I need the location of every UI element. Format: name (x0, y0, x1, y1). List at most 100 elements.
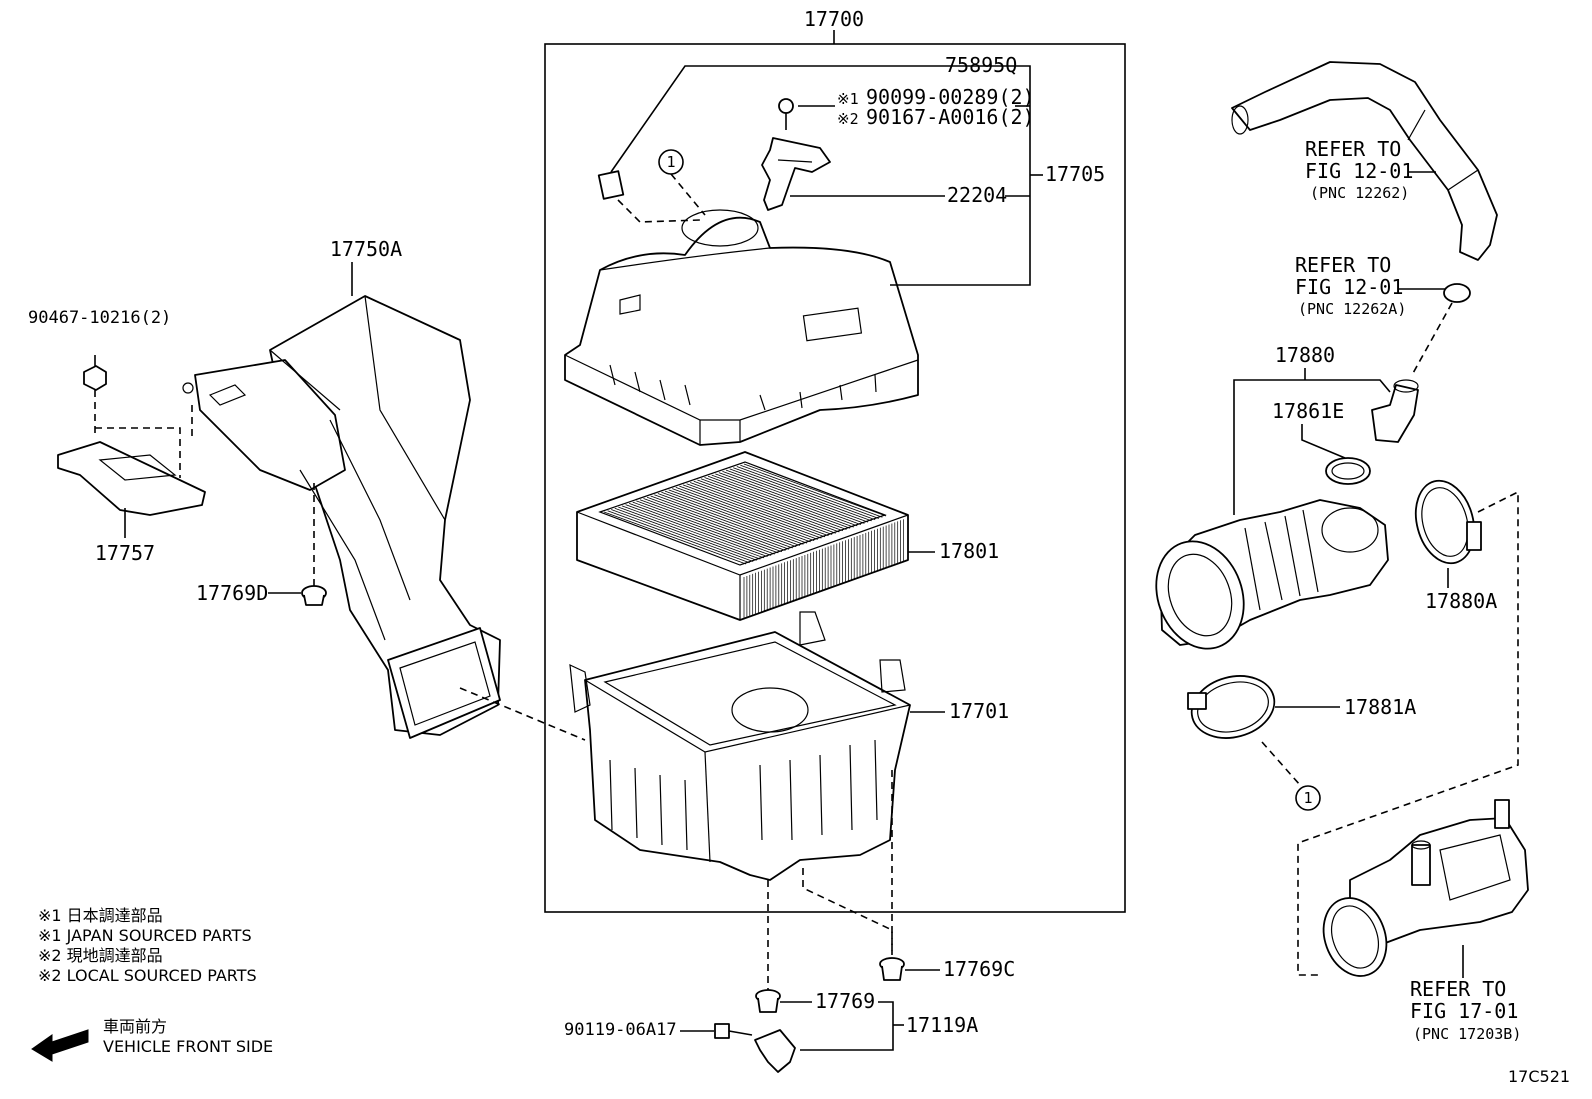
bracket-17119A (800, 1001, 894, 1051)
pleat-line (643, 498, 786, 551)
ref1-line1: REFER TO (1305, 137, 1401, 161)
pleat-line (661, 491, 804, 545)
label-17750A: 17750A (330, 237, 402, 261)
note-japan-jp: ※1 日本調達部品 (38, 906, 163, 925)
pleat-line (725, 469, 869, 523)
dash-duct-to-case (459, 687, 586, 741)
label-17880: 17880 (1275, 343, 1335, 367)
filter-element-17801 (576, 451, 909, 621)
direction-jp: 車両前方 (103, 1017, 167, 1036)
label-90167-A0016: 90167-A0016(2) (866, 105, 1035, 129)
pleat-line (697, 479, 840, 533)
caution-label-75895Q (597, 170, 625, 200)
dash-hose-to-throttle (1297, 490, 1519, 976)
ref1-line2: FIG 12-01 (1305, 159, 1413, 183)
label-17801: 17801 (939, 539, 999, 563)
airflow-meter-22204 (761, 137, 831, 211)
pleat-line (646, 496, 790, 550)
ref3-line1: REFER TO (1410, 977, 1506, 1001)
bracket-17880 (1233, 379, 1391, 515)
intake-duct-17750A (182, 295, 501, 739)
circle-mark-1-upper-text: 1 (666, 153, 675, 171)
pleat-line (707, 475, 851, 529)
pleat-line (722, 471, 865, 524)
pleat-line (740, 464, 883, 518)
label-17881A: 17881A (1344, 695, 1416, 719)
label-75895Q: 75895Q (945, 53, 1017, 77)
label-bolt-mark2: ※2 (837, 110, 859, 128)
pleat-line (704, 477, 847, 530)
label-17769D: 17769D (196, 581, 268, 605)
pleat-line (668, 489, 811, 543)
clip-17769D (301, 585, 327, 606)
pleat-line (657, 493, 800, 546)
pleat-line (711, 474, 854, 528)
hose-clamp-17881A (1187, 675, 1276, 739)
dash-circle1-lower (1261, 741, 1301, 786)
circle-mark-1-lower-text: 1 (1303, 789, 1312, 807)
nipple-17861E (1371, 379, 1419, 443)
circle-mark-1-lower (1295, 785, 1321, 811)
label-90099-00289: 90099-00289(2) (866, 85, 1035, 109)
pleat-line (672, 488, 815, 541)
intake-hose-17880 (1155, 499, 1389, 650)
pleat-line (618, 506, 761, 560)
pleat-line (603, 511, 747, 565)
small-clamp-ring (1443, 283, 1471, 303)
pleat-line (679, 485, 822, 539)
label-90119-06A17: 90119-06A17 (564, 1020, 677, 1040)
label-90467-10216: 90467-10216(2) (28, 308, 171, 328)
pleat-line (632, 501, 775, 555)
direction-en: VEHICLE FRONT SIDE (103, 1037, 273, 1056)
grommet-17769C (879, 957, 905, 981)
pleat-line (682, 484, 826, 538)
dash-bolt-to-plate (94, 390, 193, 478)
hose-clamp-17861E (1325, 457, 1371, 485)
pleat-line (690, 482, 833, 535)
vehicle-front-arrow-icon (31, 1029, 89, 1062)
label-17757: 17757 (95, 541, 155, 565)
pleat-line (686, 483, 829, 537)
dash-clamp-to-nipple (1411, 302, 1453, 376)
note-local-jp: ※2 現地調達部品 (38, 946, 163, 965)
label-17769: 17769 (815, 989, 875, 1013)
sourcing-notes: ※1 日本調達部品 ※1 JAPAN SOURCED PARTS ※2 現地調達… (38, 906, 257, 985)
throttle-body-17203B (1322, 799, 1529, 977)
label-22204: 22204 (947, 183, 1007, 207)
label-17701: 17701 (949, 699, 1009, 723)
assembly-17700-frame (544, 43, 1126, 913)
label-17769C: 17769C (943, 957, 1015, 981)
pleat-line (625, 504, 768, 557)
refer-fig-17-01: REFER TO FIG 17-01 (PNC 17203B) (1410, 977, 1521, 1043)
bracket-plate-17757 (57, 441, 206, 516)
pleat-line (729, 468, 872, 522)
refer-fig-12-01-lower: REFER TO FIG 12-01 (PNC 12262A) (1295, 253, 1406, 318)
pleat-line (664, 490, 808, 544)
label-17705: 17705 (1045, 162, 1105, 186)
ref2-line1: REFER TO (1295, 253, 1391, 277)
note-local-en: ※2 LOCAL SOURCED PARTS (38, 966, 257, 985)
bolt-90119 (714, 1023, 753, 1039)
sheet-code: 17C521 (1508, 1067, 1570, 1086)
filter-pleats (603, 463, 904, 619)
pleat-line (736, 466, 879, 519)
grommet-17769 (755, 989, 781, 1013)
pleat-line (636, 500, 779, 554)
ref2-line3: (PNC 12262A) (1298, 300, 1406, 318)
dash-circle1-upper (670, 173, 706, 216)
pleat-line (654, 494, 797, 548)
ref3-line3: (PNC 17203B) (1413, 1025, 1521, 1043)
pleat-line (743, 463, 887, 517)
pleat-line (700, 478, 844, 532)
pleat-line (693, 480, 836, 534)
label-17700: 17700 (804, 7, 864, 31)
ventilation-hose-top (1231, 61, 1498, 261)
pleat-line (715, 473, 858, 527)
pleat-line (614, 507, 757, 561)
label-17861E: 17861E (1272, 399, 1344, 423)
pleat-line (650, 495, 793, 549)
leader-17861E (1301, 424, 1346, 459)
hose-clamp-17880A (1414, 479, 1482, 565)
